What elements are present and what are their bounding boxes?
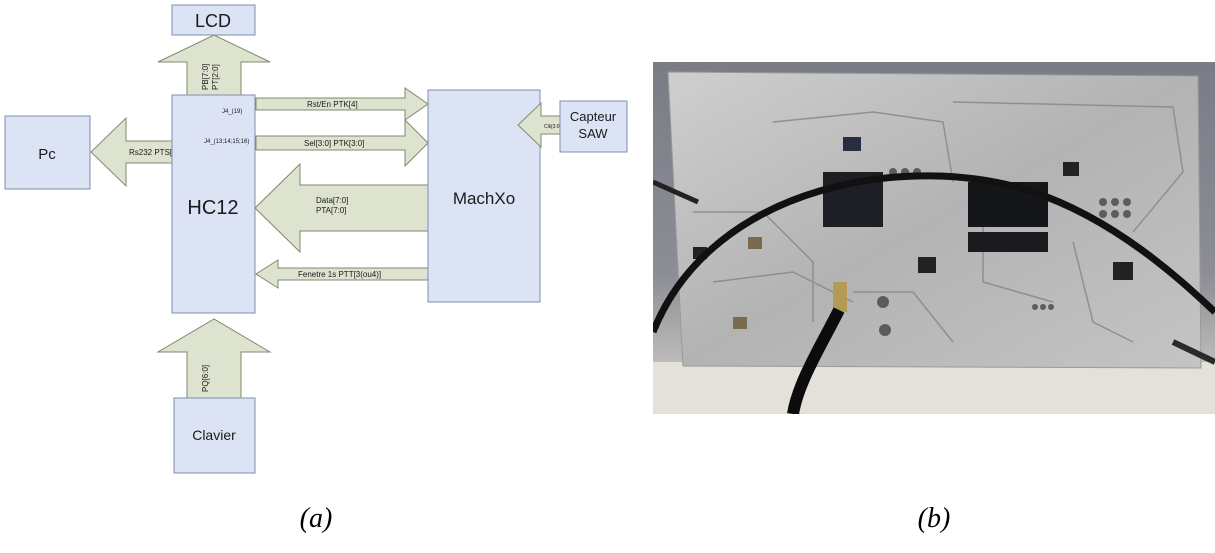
caption-b: (b) <box>918 503 951 534</box>
hc12-label: HC12 <box>187 197 238 219</box>
label-sel: Sel[3:0] PTK[3:0] <box>304 139 364 148</box>
pc-label: Pc <box>38 146 56 163</box>
label-j4-19: J4_(19) <box>222 109 242 115</box>
machxo-label: MachXo <box>453 189 515 208</box>
clavier-label: Clavier <box>192 427 236 443</box>
chip-small-1 <box>843 137 861 151</box>
chip-small-2 <box>1063 162 1079 176</box>
label-clk: Clk[3:0] <box>544 124 562 130</box>
chip-large-right-lower <box>968 232 1048 252</box>
chip-small-4 <box>918 257 936 273</box>
table-surface <box>653 362 1215 414</box>
label-pq: PQ[6:0] <box>201 365 210 392</box>
chip-small-3 <box>1113 262 1133 280</box>
block-diagram: PB[7:0] PT[2:0] LCD Pc Rs232 PTS[1:0] HC… <box>5 5 627 473</box>
label-pb: PB[7:0] <box>201 64 210 90</box>
label-data: Data[7:0] <box>316 196 348 205</box>
lcd-label: LCD <box>195 11 231 31</box>
label-fenetre: Fenetre 1s PTT[3(ou4)] <box>298 270 381 279</box>
capteur-label-line2: SAW <box>578 126 608 141</box>
label-j4-multi: J4_(13;14;15;16) <box>204 139 249 145</box>
chip-small-6 <box>748 237 762 249</box>
arrow-clavier-to-hc12 <box>158 319 270 398</box>
sma-connector <box>833 282 847 312</box>
chip-large-right <box>968 182 1048 227</box>
label-pt: PT[2:0] <box>211 64 220 90</box>
label-rst-en: Rst/En PTK[4] <box>307 100 358 109</box>
caption-a: (a) <box>300 503 333 534</box>
chip-small-7 <box>733 317 747 329</box>
label-pta: PTA[7:0] <box>316 206 347 215</box>
pcb-photo <box>653 62 1215 414</box>
capteur-label-line1: Capteur <box>570 109 617 124</box>
